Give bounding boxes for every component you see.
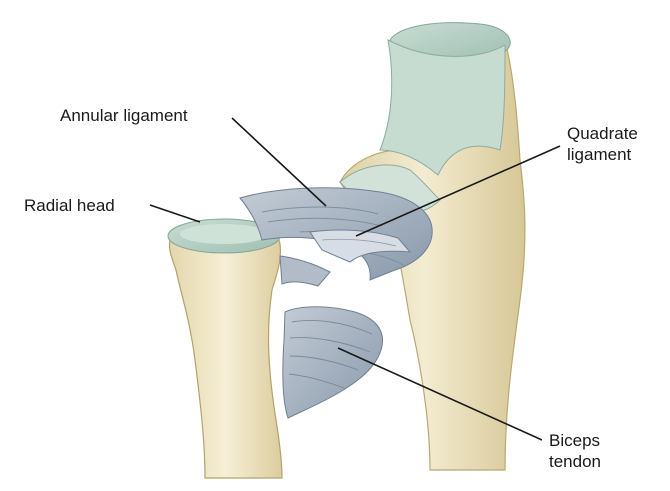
annular-ligament-label: Annular ligament bbox=[60, 106, 188, 125]
biceps-tendon bbox=[283, 307, 383, 418]
quadrate-ligament-label-line1: Quadrate bbox=[567, 124, 638, 143]
biceps-tendon-label-line1: Biceps bbox=[549, 431, 600, 450]
ligament-slip bbox=[280, 256, 330, 286]
radial-head-label: Radial head bbox=[24, 196, 115, 215]
radius-bone bbox=[168, 219, 282, 478]
radial-head-leader bbox=[150, 205, 200, 222]
biceps-tendon-label-line2: tendon bbox=[549, 452, 601, 471]
quadrate-ligament-label-line2: ligament bbox=[567, 145, 632, 164]
